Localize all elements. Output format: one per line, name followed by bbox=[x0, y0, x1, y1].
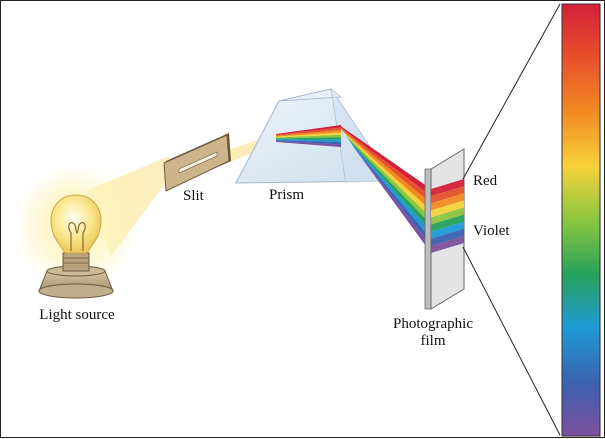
label-slit: Slit bbox=[183, 188, 204, 204]
prism-band-8 bbox=[276, 141, 341, 147]
film-band-8 bbox=[431, 235, 464, 253]
spectrum-bar bbox=[561, 3, 601, 437]
slit-frame bbox=[163, 133, 231, 192]
label-film: film bbox=[420, 333, 446, 349]
prism-band-3 bbox=[276, 132, 341, 138]
label-red: Red bbox=[473, 173, 498, 189]
projection-line-bottom bbox=[462, 246, 561, 436]
prism-band-7 bbox=[276, 140, 341, 145]
prism-band-1 bbox=[276, 127, 341, 136]
fan-band-0 bbox=[339, 125, 431, 197]
fan-band-6 bbox=[349, 141, 431, 239]
light-bulb bbox=[50, 194, 102, 254]
film-band-2 bbox=[431, 193, 464, 211]
fan-band-4 bbox=[346, 135, 431, 225]
fan-band-1 bbox=[340, 127, 431, 204]
label-light-source: Light source bbox=[39, 307, 115, 323]
prism-band-2 bbox=[276, 129, 341, 137]
film-band-6 bbox=[431, 221, 464, 239]
fan-band-8 bbox=[353, 146, 431, 253]
fan-band-3 bbox=[344, 133, 431, 218]
film-band-5 bbox=[431, 214, 464, 232]
film-band-1 bbox=[431, 186, 464, 204]
prism-band-4 bbox=[276, 134, 341, 139]
film-band-4 bbox=[431, 207, 464, 225]
film-band-7 bbox=[431, 228, 464, 246]
dispersed-beam bbox=[276, 125, 431, 253]
label-photographic: Photographic bbox=[393, 316, 473, 332]
film-band-0 bbox=[431, 179, 464, 197]
label-violet: Violet bbox=[473, 223, 510, 239]
label-prism: Prism bbox=[269, 187, 305, 203]
fan-band-2 bbox=[342, 130, 431, 211]
projection-line-top bbox=[462, 3, 561, 180]
prism-band-0 bbox=[276, 125, 341, 135]
fan-band-5 bbox=[347, 138, 431, 232]
film-spectrum-band bbox=[431, 179, 464, 253]
prism-band-6 bbox=[276, 139, 341, 143]
film-band-3 bbox=[431, 200, 464, 218]
prism-band-5 bbox=[276, 137, 341, 140]
fan-band-7 bbox=[351, 143, 431, 246]
lamp-base bbox=[38, 252, 114, 299]
